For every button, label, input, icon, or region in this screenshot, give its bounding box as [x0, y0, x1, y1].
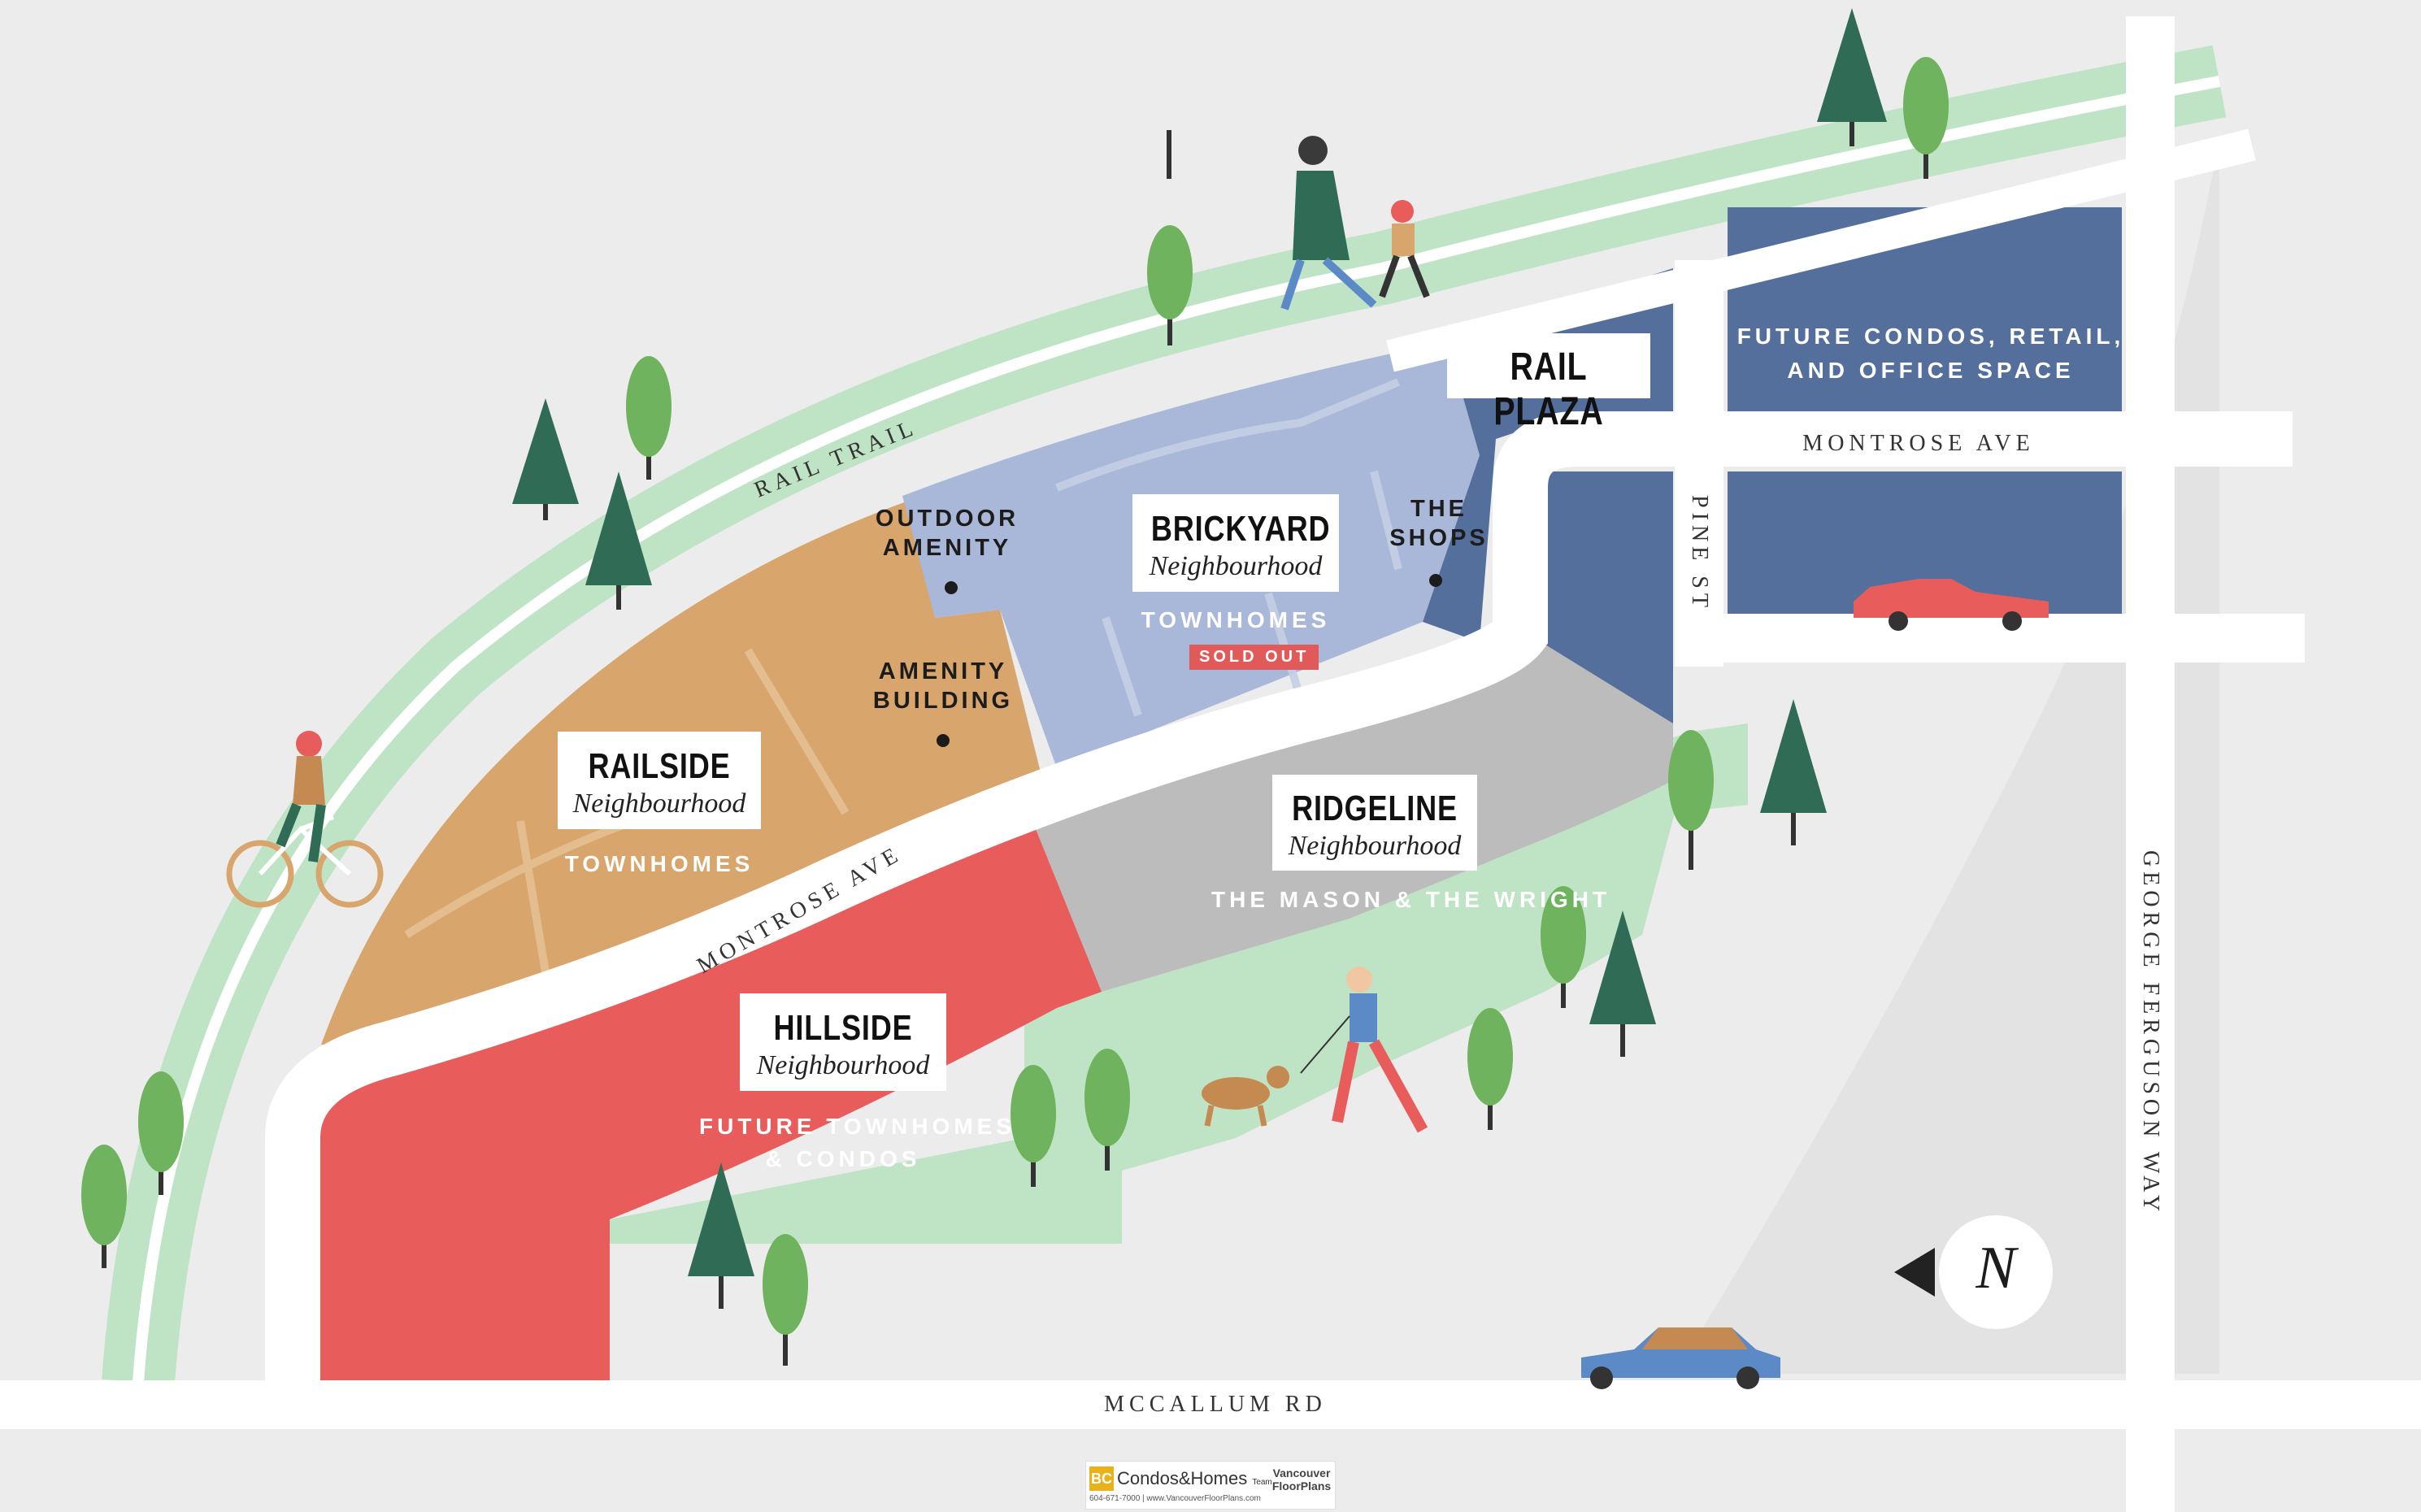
hillside-type-line2: & CONDOS	[765, 1146, 921, 1171]
the-shops-label: THE SHOPS	[1382, 494, 1496, 553]
tree-icon	[1903, 57, 1949, 179]
pine-tree-icon	[1760, 699, 1827, 845]
tree-icon	[1147, 225, 1193, 345]
outdoor-amenity-line1: OUTDOOR	[875, 506, 1019, 532]
tree-icon	[1467, 1008, 1513, 1130]
rail-trail-path	[133, 76, 2221, 1383]
amenity-building-line1: AMENITY	[878, 658, 1008, 684]
amenity-building-line2: BUILDING	[872, 688, 1014, 714]
pine-tree-icon	[585, 471, 652, 610]
outdoor-amenity-pin-icon[interactable]	[945, 581, 958, 594]
montrose-ave-east-label: MONTROSE AVE	[1802, 431, 2035, 456]
outdoor-amenity-label: OUTDOOR AMENITY	[874, 504, 1020, 563]
brickyard-card[interactable]: BRICKYARD Neighbourhood	[1132, 494, 1339, 592]
rail-plaza-parcel-se	[1728, 471, 2122, 614]
future-space-line2: AND OFFICE SPACE	[1787, 358, 2075, 383]
outdoor-amenity-line2: AMENITY	[882, 535, 1012, 561]
rail-plaza-name: RAIL PLAZA	[1493, 345, 1604, 433]
logo-badge: BC	[1089, 1466, 1114, 1491]
ridgeline-type: THE MASON & THE WRIGHT	[1211, 887, 1611, 912]
hillside-sub: Neighbourhood	[756, 1050, 930, 1080]
blue-car-icon	[1581, 1327, 1780, 1389]
north-road	[1386, 128, 2256, 372]
pine-tree-icon	[688, 1162, 754, 1309]
hillside-name: HILLSIDE	[773, 1008, 913, 1048]
logo-title-text: Condos&Homes	[1117, 1468, 1248, 1488]
railside-card[interactable]: RAILSIDE Neighbourhood	[558, 732, 761, 829]
tree-icon	[138, 1071, 184, 1195]
brickyard-type: TOWNHOMES	[1141, 607, 1331, 632]
future-space-line1: FUTURE CONDOS, RETAIL,	[1736, 324, 2125, 349]
brickyard-sub: Neighbourhood	[1149, 551, 1323, 581]
logo-vfp: Vancouver FloorPlans	[1271, 1466, 1332, 1492]
pedestrians-illustration	[1280, 136, 1430, 311]
cyclist-illustration	[226, 731, 384, 908]
montrose-ave-road	[265, 411, 2293, 1382]
the-shops-line2: SHOPS	[1389, 525, 1489, 551]
logo-title-small: Team	[1252, 1478, 1272, 1487]
trees	[81, 8, 1949, 1366]
rail-plaza-card[interactable]: RAIL PLAZA	[1447, 333, 1650, 433]
north-arrow-icon	[1894, 1248, 1935, 1297]
ridgeline-sub: Neighbourhood	[1288, 831, 1462, 861]
tree-icon	[1084, 1049, 1130, 1171]
pine-tree-icon	[1817, 8, 1887, 146]
tree-icon	[1668, 730, 1714, 870]
george-ferguson-way-label: GEORGE FERGUSON WAY	[2138, 850, 2163, 1217]
dog-walker-illustration	[1202, 967, 1428, 1133]
tree-icon	[81, 1145, 127, 1268]
logo-contact: 604-671-7000 | www.VancouverFloorPlans.c…	[1089, 1494, 1261, 1503]
tree-icon	[1011, 1065, 1056, 1187]
tree-icon	[1541, 886, 1586, 1008]
hillside-type-line1: FUTURE TOWNHOMES	[699, 1114, 1016, 1139]
railside-name: RAILSIDE	[588, 746, 731, 786]
amenity-building-pin-icon[interactable]	[937, 734, 950, 747]
railside-sub: Neighbourhood	[572, 789, 746, 819]
company-logo[interactable]: BC Condos&Homes Team 604-671-7000 | www.…	[1085, 1461, 1336, 1510]
pine-st-label: PINE ST	[1687, 495, 1712, 612]
the-shops-pin-icon[interactable]	[1429, 574, 1442, 587]
hillside-parcel	[313, 821, 1102, 1382]
tree-icon	[626, 356, 672, 480]
hill-shade	[1675, 138, 2219, 1374]
railside-type: TOWNHOMES	[564, 851, 754, 876]
north-badge	[1939, 1215, 2053, 1329]
sold-out-badge: SOLD OUT	[1189, 645, 1319, 670]
mccallum-rd-label: MCCALLUM RD	[1104, 1392, 1327, 1417]
amenity-building-label: AMENITY BUILDING	[870, 657, 1016, 715]
pine-tree-icon	[512, 398, 579, 520]
pine-tree-icon	[1589, 910, 1656, 1057]
the-shops-line1: THE	[1410, 496, 1467, 522]
hillside-card[interactable]: HILLSIDE Neighbourhood	[740, 993, 946, 1091]
tree-icon	[1167, 130, 1171, 179]
red-car-icon	[1854, 579, 2049, 631]
ridgeline-card[interactable]: RIDGELINE Neighbourhood	[1272, 775, 1477, 871]
tree-icon	[763, 1234, 808, 1366]
logo-title: Condos&Homes Team	[1117, 1468, 1272, 1489]
ridgeline-name: RIDGELINE	[1292, 789, 1458, 828]
brickyard-name: BRICKYARD	[1150, 509, 1331, 549]
north-label: N	[1975, 1235, 2016, 1301]
